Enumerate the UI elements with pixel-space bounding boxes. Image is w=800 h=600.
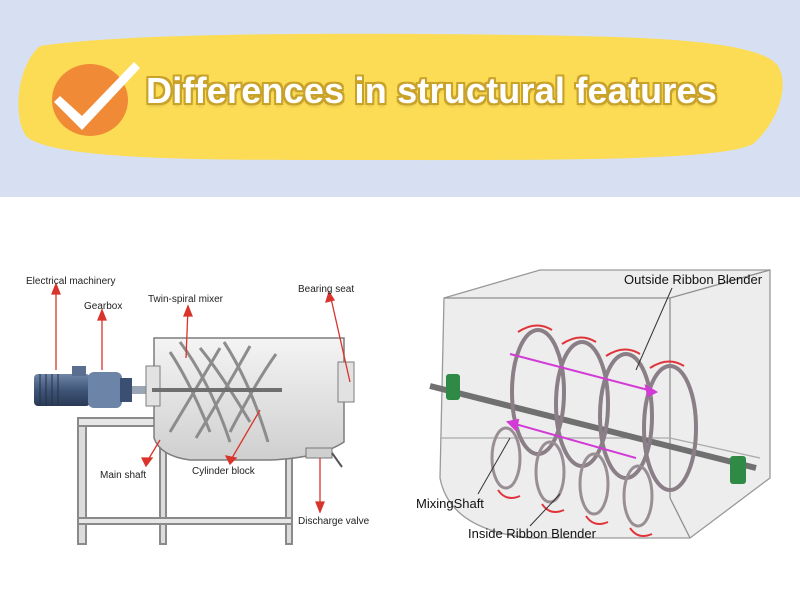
bearing-left — [446, 374, 460, 400]
inner-ribbon — [490, 426, 654, 528]
gearbox — [88, 372, 152, 408]
label-main-shaft: Main shaft — [100, 470, 146, 481]
mixing-shaft — [429, 383, 757, 471]
ribbon-blender-diagram: Outside Ribbon Blender MixingShaft Insid… — [416, 269, 771, 541]
label-gearbox: Gearbox — [84, 301, 122, 312]
electric-motor — [34, 366, 90, 406]
spiral-ribbon — [168, 341, 278, 443]
label-outside-ribbon: Outside Ribbon Blender — [624, 272, 763, 287]
twin-spiral-mixer-diagram: Electrical machinery Gearbox Twin-spiral… — [26, 276, 370, 545]
label-bearing-seat: Bearing seat — [298, 284, 354, 295]
checkmark-icon — [52, 62, 140, 136]
label-discharge-valve: Discharge valve — [298, 516, 370, 527]
page-title: Differences in structural features — [146, 70, 717, 111]
label-twin-spiral-mixer: Twin-spiral mixer — [148, 294, 224, 305]
title-banner — [18, 33, 783, 161]
label-mixing-shaft: MixingShaft — [416, 496, 484, 511]
label-cylinder-block: Cylinder block — [192, 466, 256, 477]
bearing-right — [730, 456, 746, 484]
discharge-valve — [305, 447, 343, 468]
label-inside-ribbon: Inside Ribbon Blender — [468, 526, 597, 541]
label-electrical-machinery: Electrical machinery — [26, 276, 115, 287]
cylinder-block — [145, 337, 355, 461]
